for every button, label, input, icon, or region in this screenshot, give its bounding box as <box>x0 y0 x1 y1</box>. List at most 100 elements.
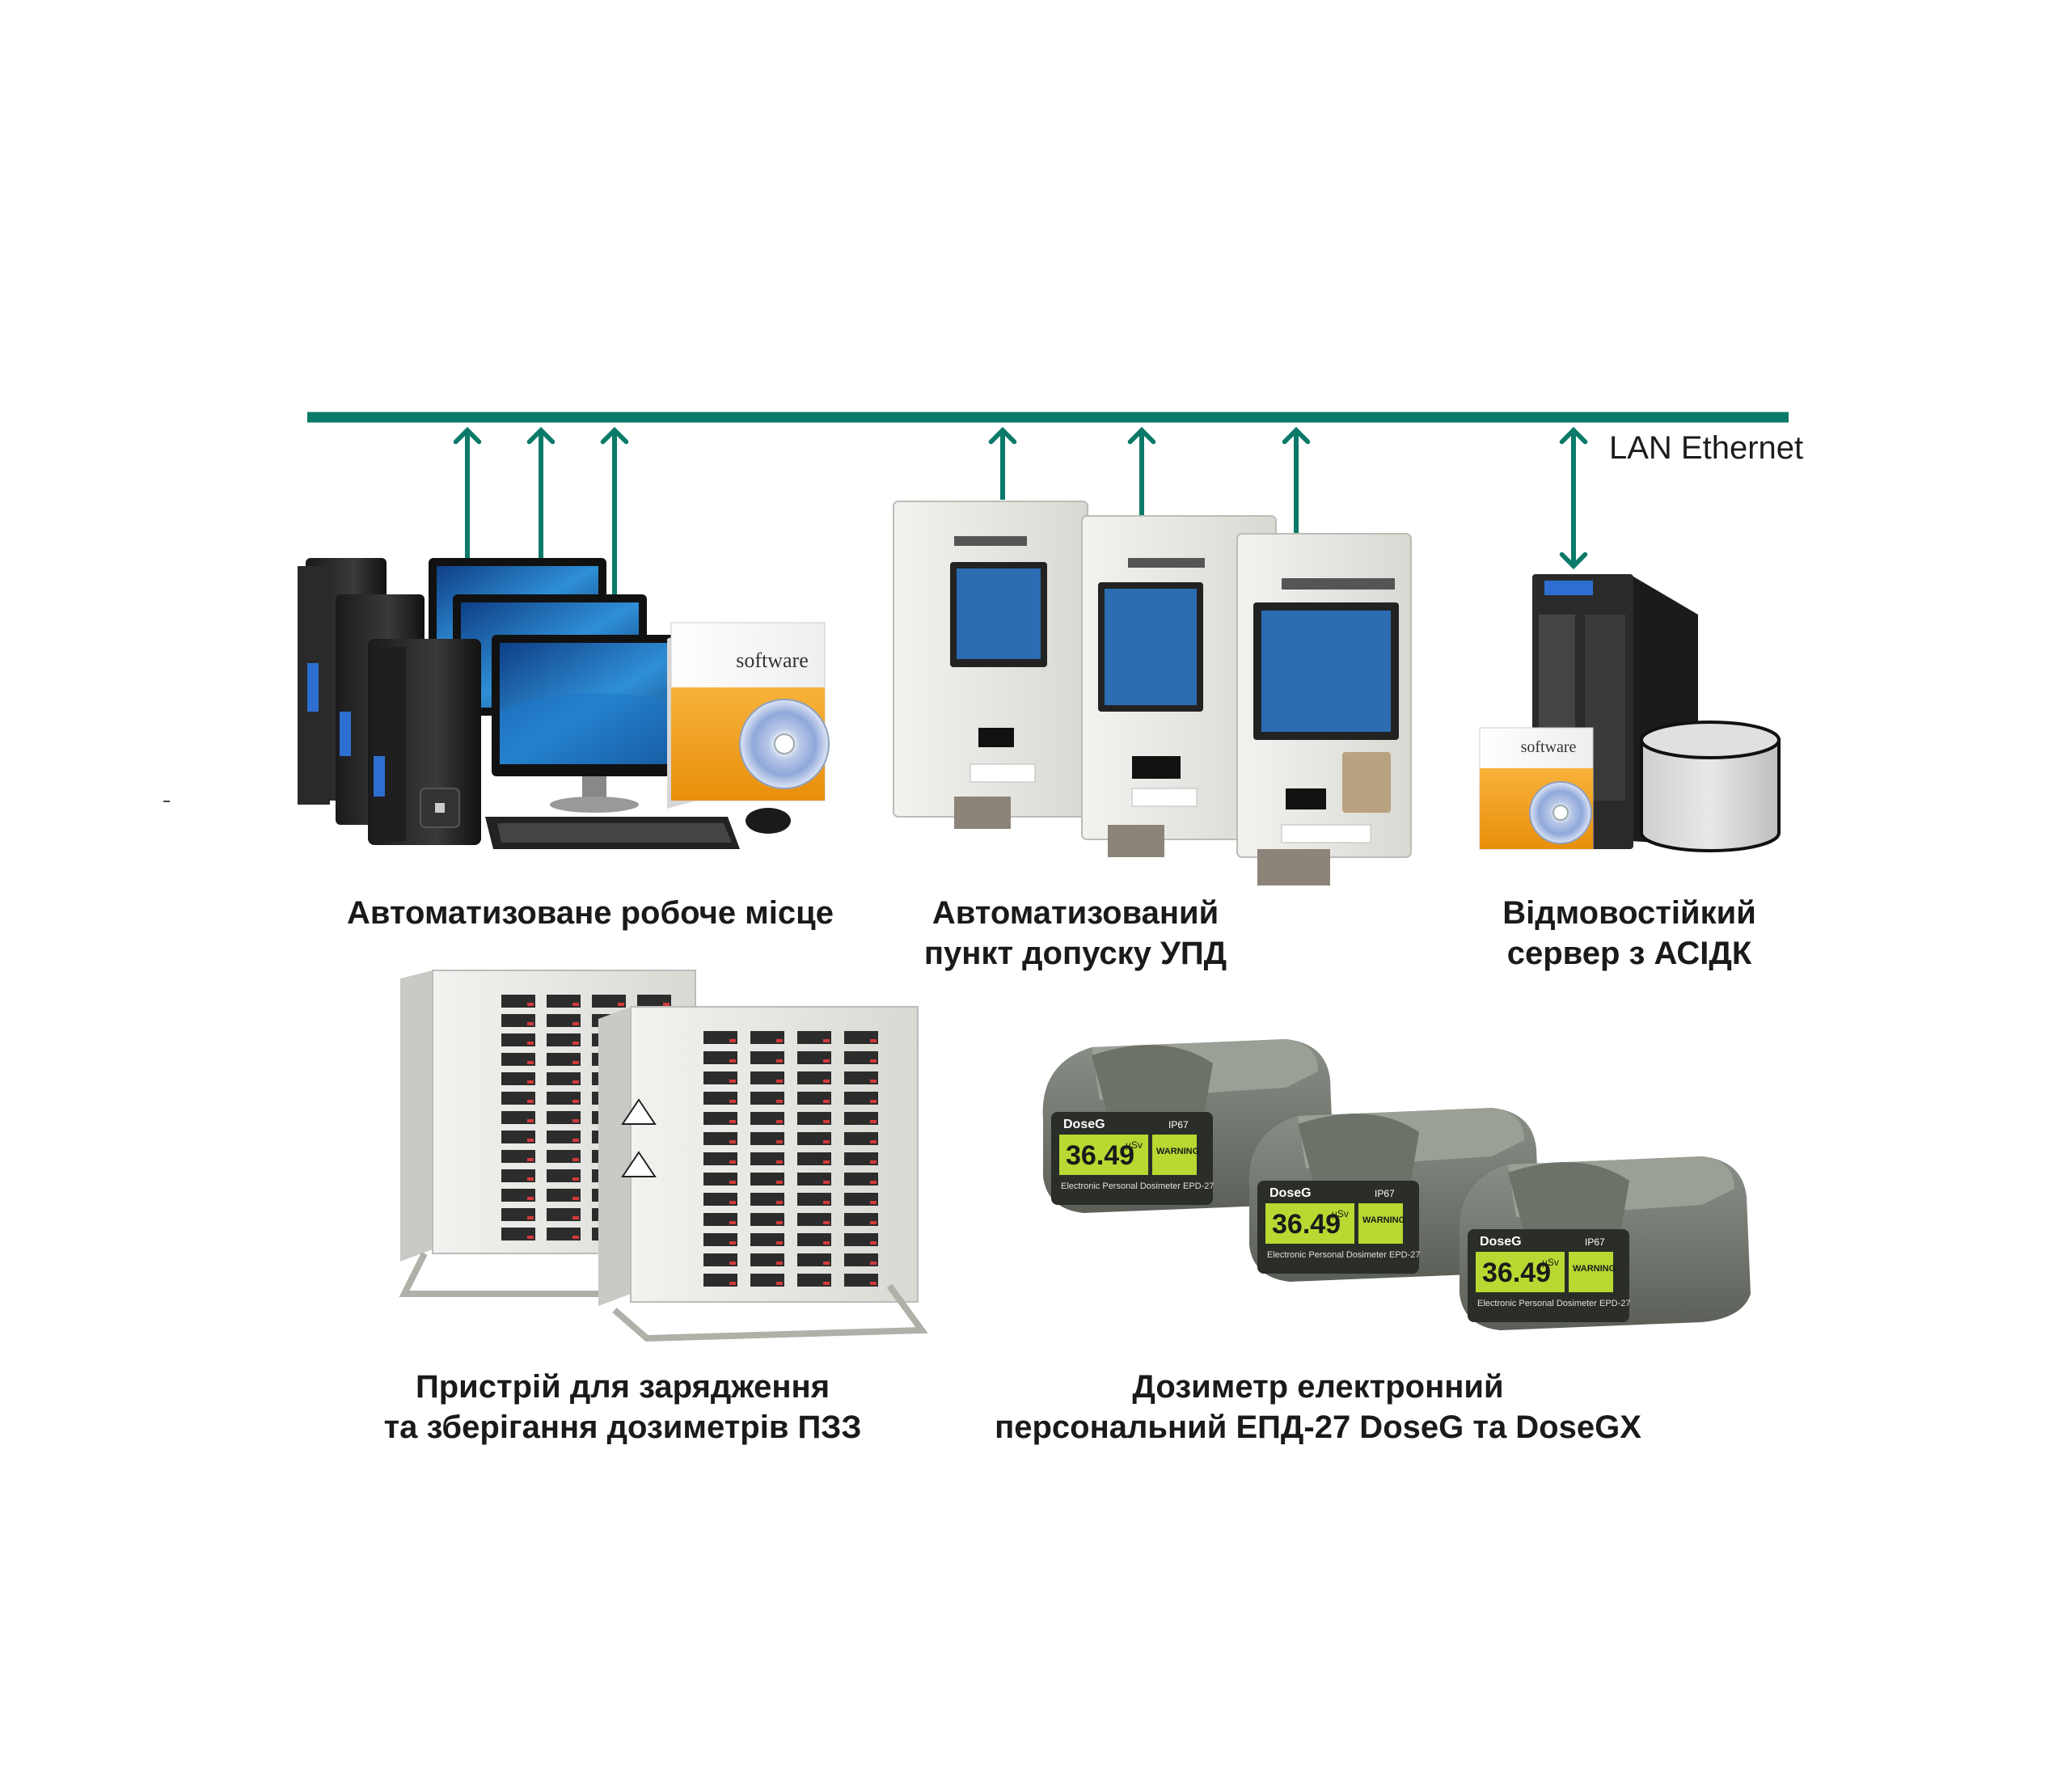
dosimeter-slot <box>547 1169 581 1182</box>
dosimeter-model: Electronic Personal Dosimeter EPD-27 <box>1477 1299 1631 1308</box>
dosimeter-slot <box>547 1053 581 1066</box>
dosimeter-slot <box>501 1092 535 1105</box>
dosimeter-slot <box>501 1208 535 1221</box>
dosimeter-slot <box>750 1233 784 1246</box>
dosimeter-reading: 36.49 <box>1272 1209 1341 1240</box>
dosimeter-slot <box>547 1189 581 1202</box>
dosimeter-slot <box>750 1213 784 1226</box>
dosimeter-slot <box>703 1193 737 1206</box>
dosimeter-slot <box>501 1228 535 1240</box>
dosimeter-slot <box>797 1132 831 1145</box>
slot-indicator-led <box>823 1241 830 1245</box>
dosimeter-slot <box>592 995 626 1008</box>
slot-indicator-led <box>870 1120 877 1123</box>
slot-indicator-led <box>663 1003 670 1006</box>
slot-indicator-led <box>527 1119 534 1122</box>
software-box-icon: software <box>1479 727 1594 850</box>
dosimeter-slot <box>844 1233 878 1246</box>
dosimeter-slot <box>750 1193 784 1206</box>
dosimeter-slot <box>501 1014 535 1027</box>
slot-indicator-led <box>572 1139 579 1142</box>
dosimeter-slot <box>844 1152 878 1165</box>
slot-indicator-led <box>729 1241 736 1245</box>
dosimeter-ip-rating: IP67 <box>1168 1119 1189 1131</box>
dosimeter-slot <box>750 1152 784 1165</box>
slot-indicator-led <box>870 1080 877 1083</box>
dosimeter-slot <box>797 1213 831 1226</box>
slot-indicator-led <box>776 1120 783 1123</box>
slot-indicator-led <box>823 1262 830 1265</box>
caption-charger-line-1: Пристрій для зарядження <box>415 1369 830 1405</box>
dosimeter-reading: 36.49 <box>1066 1140 1134 1171</box>
software-box-label: software <box>736 649 809 672</box>
dosimeter-slot <box>703 1071 737 1084</box>
dosimeter-slot <box>703 1173 737 1186</box>
dosimeter-slot <box>797 1112 831 1125</box>
slot-indicator-led <box>776 1160 783 1164</box>
caption-access-point: Автоматизований пункт допуску УПД <box>873 893 1278 974</box>
dosimeter-unit: µSv <box>1332 1208 1349 1219</box>
dosimeter-slot <box>547 1111 581 1124</box>
slot-indicator-led <box>729 1039 736 1042</box>
slot-indicator-led <box>729 1181 736 1184</box>
slot-indicator-led <box>776 1039 783 1042</box>
slot-indicator-led <box>823 1120 830 1123</box>
dosimeter-slot <box>703 1051 737 1064</box>
dosimeter-slot <box>750 1173 784 1186</box>
dosimeter-slot <box>547 1131 581 1143</box>
dosimeter-brand: DoseG <box>1269 1186 1312 1200</box>
slot-indicator-led <box>729 1262 736 1265</box>
dosimeter-slot <box>844 1274 878 1287</box>
slot-indicator-led <box>618 1003 624 1006</box>
slot-indicator-led <box>870 1100 877 1103</box>
dosimeter-slot <box>501 1072 535 1085</box>
dosimeter-slot <box>844 1112 878 1125</box>
slot-indicator-led <box>729 1059 736 1063</box>
dosimeter-slot <box>703 1112 737 1125</box>
dosimeter-slot <box>501 1053 535 1066</box>
dosimeter-reading: 36.49 <box>1482 1257 1551 1288</box>
dosimeter-slot <box>547 1033 581 1046</box>
dosimeter-slot <box>750 1031 784 1044</box>
slot-indicator-led <box>776 1140 783 1143</box>
monitor-icon <box>492 635 702 813</box>
slot-indicator-led <box>776 1059 783 1063</box>
caption-dosimeter-line-2: персональний ЕПД-27 DoseG та DoseGX <box>995 1410 1641 1445</box>
slot-indicator-led <box>572 1100 579 1103</box>
slot-indicator-led <box>870 1282 877 1285</box>
dosimeter-model: Electronic Personal Dosimeter EPD-27 <box>1061 1181 1215 1191</box>
slot-indicator-led <box>572 1177 579 1181</box>
slot-indicator-led <box>527 1216 534 1219</box>
caption-server-line-1: Відмовостійкий <box>1502 895 1756 931</box>
dosimeter-slot <box>703 1092 737 1105</box>
access-point-illustration <box>893 501 1412 885</box>
keyboard-icon <box>485 817 740 849</box>
slot-indicator-led <box>823 1160 830 1164</box>
dosimeter-slot <box>797 1233 831 1246</box>
dosimeter-slot <box>547 1014 581 1027</box>
mouse-icon <box>746 808 791 834</box>
slot-indicator-led <box>729 1080 736 1083</box>
slot-indicator-led <box>527 1236 534 1239</box>
dosimeter-slot <box>703 1274 737 1287</box>
slot-indicator-led <box>823 1140 830 1143</box>
server-software-label: software <box>1521 738 1577 756</box>
dosimeter-slot <box>501 1169 535 1182</box>
dosimeter-slot <box>797 1031 831 1044</box>
slot-indicator-led <box>776 1100 783 1103</box>
slot-indicator-led <box>527 1022 534 1025</box>
software-box-icon: software <box>667 622 830 809</box>
dosimeter-slot <box>844 1253 878 1266</box>
dosimeter-slot <box>637 995 671 1008</box>
dosimeter-slot <box>797 1173 831 1186</box>
dosimeter-slot <box>750 1274 784 1287</box>
dosimeter-slot <box>703 1152 737 1165</box>
slot-indicator-led <box>776 1262 783 1265</box>
dosimeter-slot <box>797 1092 831 1105</box>
slot-indicator-led <box>729 1201 736 1204</box>
slot-indicator-led <box>870 1201 877 1204</box>
slot-indicator-led <box>572 1080 579 1084</box>
slot-indicator-led <box>870 1241 877 1245</box>
